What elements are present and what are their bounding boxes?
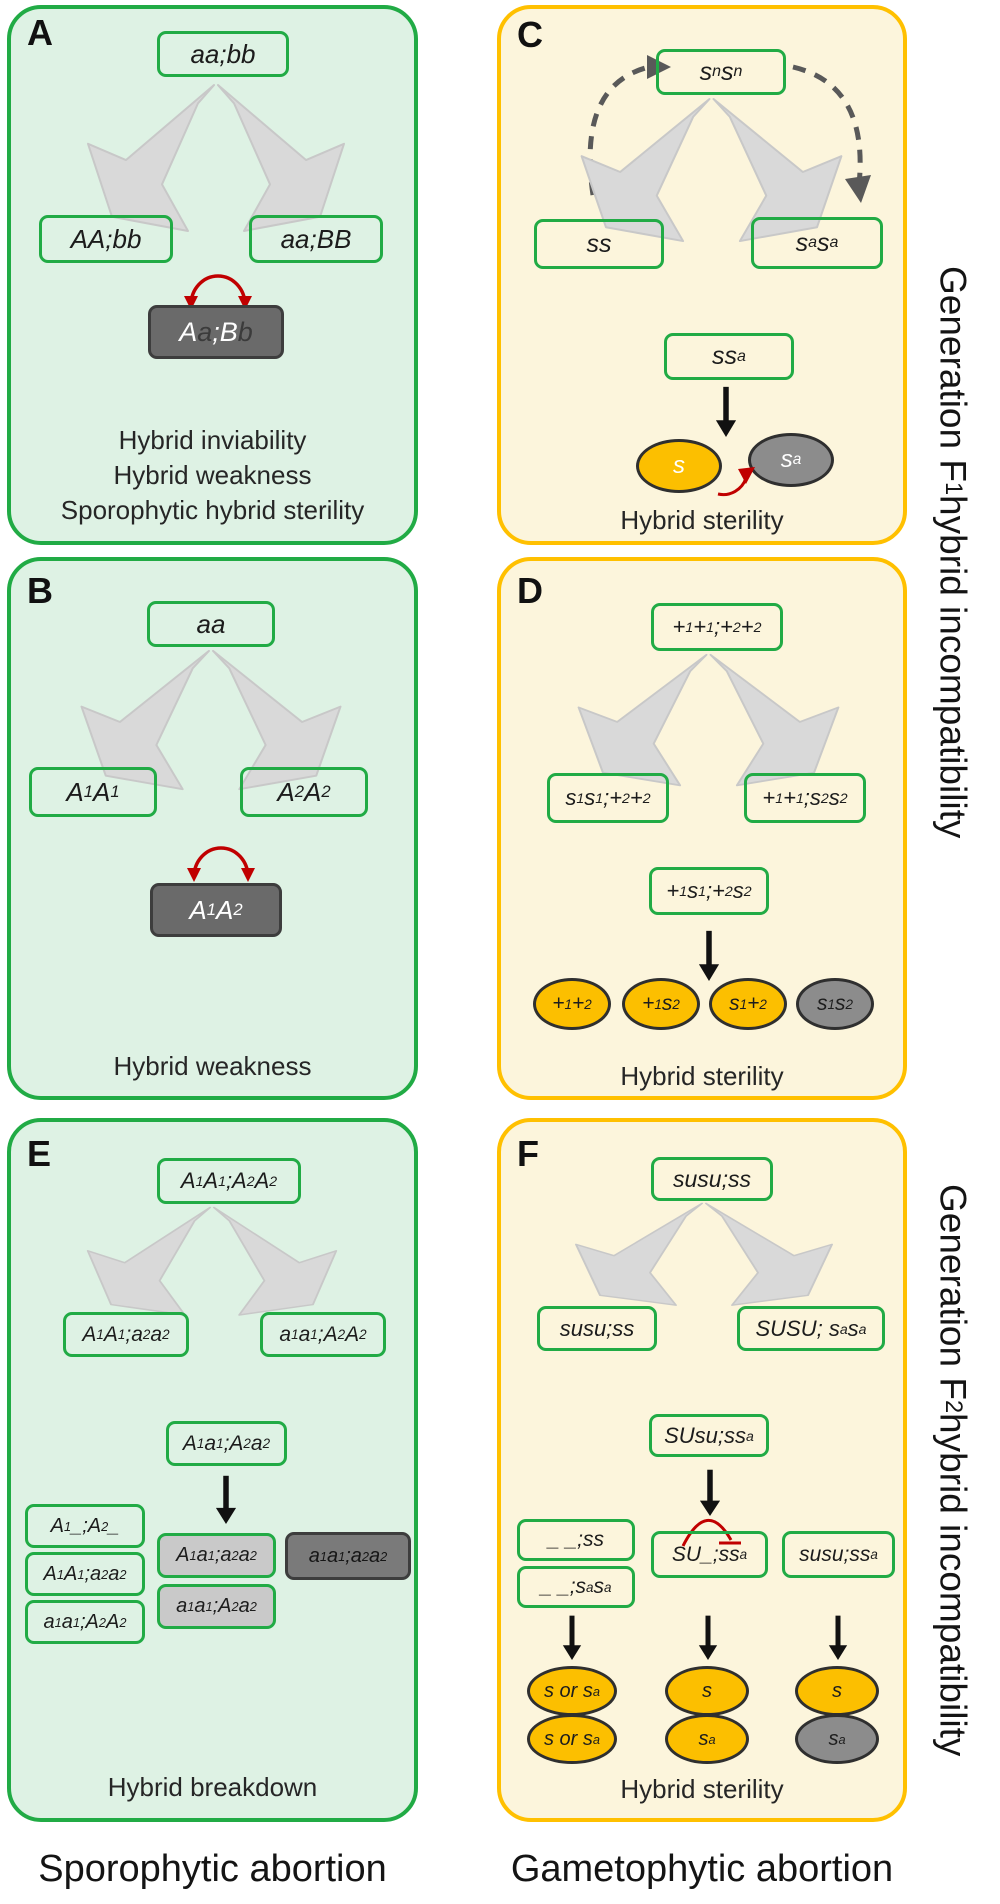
panel-b-caption: Hybrid weakness — [113, 1051, 312, 1081]
negative-interaction-loop-icon — [181, 837, 261, 883]
panel-a-letter: A — [27, 12, 53, 53]
panel-f-parent1-genotype: susu;ss — [537, 1306, 657, 1351]
panel-f-geno-left: _ _;ss — [517, 1519, 635, 1561]
descent-fan-arrows — [47, 1206, 377, 1318]
panel-f-parent-genotype: susu;ss — [651, 1157, 773, 1201]
panel-c-gamete-viable: s — [636, 439, 722, 493]
down-arrow-icon — [715, 385, 737, 437]
gametophytic-abortion-label: Gametophytic abortion — [510, 1848, 894, 1890]
caption-line: Hybrid weakness — [113, 460, 312, 490]
down-arrow-icon — [828, 1614, 848, 1660]
descent-fan-arrows — [534, 1202, 874, 1308]
down-arrow-icon — [215, 1474, 237, 1524]
panel-c-letter: C — [517, 14, 543, 55]
panel-f-gamete: s — [795, 1666, 879, 1716]
panel-b-letter: B — [27, 570, 53, 611]
caption-line: Sporophytic hybrid sterility — [60, 495, 365, 525]
caption-line: Hybrid inviability — [118, 425, 307, 455]
down-arrow-icon — [698, 929, 720, 981]
down-arrow-icon — [562, 1614, 582, 1660]
down-arrow-icon — [699, 1468, 721, 1516]
panel-a-parent1-genotype: AA;bb — [39, 215, 173, 263]
gamete-interaction-arrow-icon — [717, 467, 755, 497]
panel-e-caption: Hybrid breakdown — [107, 1772, 318, 1802]
panel-d-letter: D — [517, 570, 543, 611]
panel-d-gamete: +1+2 — [533, 978, 611, 1030]
panel-f-caption: Hybrid sterility — [620, 1774, 784, 1804]
down-arrow-icon — [698, 1614, 718, 1660]
panel-e-letter: E — [27, 1133, 52, 1174]
panel-c-caption: Hybrid sterility — [620, 505, 784, 535]
panel-d-caption: Hybrid sterility — [620, 1061, 784, 1091]
sporophytic-abortion-label: Sporophytic abortion — [38, 1848, 387, 1890]
panel-a-caption: Hybrid inviability Hybrid weakness Sporo… — [11, 423, 414, 528]
panel-c-parent1-genotype: ss — [534, 219, 664, 269]
panel-a-parent2-genotype: aa;BB — [249, 215, 383, 263]
descent-fan-arrows — [46, 83, 386, 235]
descent-fan-arrows — [536, 653, 881, 789]
panel-a-parent-genotype: aa;bb — [157, 31, 289, 77]
panel-f-letter: F — [517, 1133, 539, 1174]
panel-b-parent-genotype: aa — [147, 601, 275, 647]
panel-f-gamete: s — [665, 1666, 749, 1716]
panel-d-parent-genotype: +1+1;+2+2 — [651, 603, 783, 651]
